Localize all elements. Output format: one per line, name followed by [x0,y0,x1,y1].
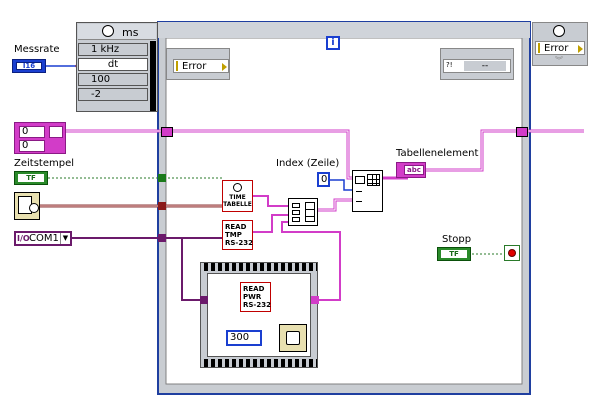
error-arrow-right-icon [222,63,227,71]
timing-row-offset-value: 100 [91,74,111,85]
array-grid-icon [367,174,380,186]
timestamp-tunnel[interactable] [158,202,166,210]
messrate-type-label: I16 [16,62,42,70]
timing-row-period-value: dt [107,59,119,70]
timing-row-priority[interactable]: -2 [78,88,148,101]
timing-row-offset[interactable]: 100 [78,73,148,86]
array-element-box [49,126,63,138]
error-in-inner-label: Error [182,61,207,72]
zeitstempel-tunnel[interactable] [158,174,166,182]
error-out-arrow-icon [578,45,583,53]
timing-unit-label: ms [122,26,139,39]
com-tunnel[interactable] [158,234,166,242]
sequence-tunnel-left[interactable] [200,296,208,304]
sequence-frame[interactable] [200,262,318,368]
enum-prefix-icon: ?! [446,61,453,69]
timing-cluster-rows: 1 kHz dt 100 -2 [77,41,149,111]
zeitstempel-terminal[interactable]: TF [14,171,48,185]
wait-ms-constant[interactable]: 300 [226,330,262,346]
clock-small-icon [233,183,242,192]
timestamp-icon[interactable] [14,192,40,220]
error-out-label: Error [544,43,569,54]
time-table-label: TIME TABELLE [223,194,252,208]
zeitstempel-label: Zeitstempel [14,158,75,169]
read-tmp-subvi[interactable]: READ TMP RS-232 [222,220,253,250]
stopp-label: Stopp [442,234,472,245]
timing-row-source-value: 1 kHz [91,44,120,55]
error-out-chevron-icon: ︾ [555,56,563,65]
wait-ms-node[interactable] [279,324,307,352]
build-array-node[interactable] [288,198,318,226]
error-arrow-left-icon [176,61,178,71]
enum-value: -- [464,61,506,71]
error-in-inner-box: Error [173,59,229,73]
timing-row-priority-value: -2 [91,89,101,100]
error-out-bar-icon [538,43,540,53]
array-index-0[interactable]: 0 [19,126,45,138]
timing-row-source[interactable]: 1 kHz [78,43,148,56]
index-control[interactable]: 0 [317,172,330,187]
string-type-label: abc [404,165,424,175]
zeitstempel-type: TF [18,174,44,182]
messrate-terminal[interactable]: I16 [12,59,46,73]
timing-cluster[interactable]: ms 1 kHz dt 100 -2 [76,22,158,112]
tabellenelement-label: Tabellenelement [396,148,479,159]
stop-icon [508,249,516,257]
array-output-tunnel[interactable] [516,127,528,137]
enum-output: ?! -- [443,59,511,73]
loop-iteration-terminal: i [326,36,340,50]
build-array-grid-icon [305,202,315,222]
timing-row-period[interactable]: dt [78,58,148,71]
node-pin-1 [356,191,362,192]
build-input-2 [292,210,300,215]
sequence-tunnel-right[interactable] [311,296,319,304]
read-tmp-label: READ TMP RS-232 [225,223,253,247]
error-out-node[interactable]: Error ︾ [532,22,588,66]
read-pwr-subvi[interactable]: READ PWR RS-232 [240,282,271,312]
right-data-node[interactable]: ?! -- [440,48,514,80]
array-constant[interactable]: 0 0 [14,122,66,154]
tabellenelement-indicator[interactable]: abc [396,162,426,178]
stopp-type: TF [441,250,467,258]
array-index-1[interactable]: 0 [19,140,45,152]
build-input-3 [292,217,300,222]
input-array-icon [355,176,365,184]
stop-condition-terminal[interactable] [504,245,520,261]
read-pwr-label: READ PWR RS-232 [243,285,271,309]
dropdown-icon[interactable]: ▼ [60,233,70,244]
build-input-1 [292,203,300,208]
index-label: Index (Zeile) [276,158,340,169]
clock-icon [102,25,114,37]
array-input-tunnel[interactable] [161,127,173,137]
messrate-label: Messrate [14,44,60,55]
wait-clock-icon [286,331,300,345]
filmstrip-top [201,263,317,271]
error-out-clock-icon [553,25,565,37]
filmstrip-bottom [201,359,317,367]
node-pin-2 [356,201,362,202]
com-port-value: COM1 [29,233,59,244]
left-data-node[interactable]: Error [166,48,230,80]
time-table-subvi[interactable]: TIME TABELLE [222,180,253,212]
com-port-control[interactable]: I/O COM1 ▼ [14,231,72,246]
replace-array-node[interactable] [352,170,383,212]
com-wire [72,237,200,301]
stopp-terminal[interactable]: TF [437,247,471,261]
timing-cluster-header: ms [78,24,156,40]
error-out-box: Error [535,41,585,55]
timing-cluster-scrollbar[interactable] [150,41,156,111]
visa-icon: I/O [17,234,30,243]
